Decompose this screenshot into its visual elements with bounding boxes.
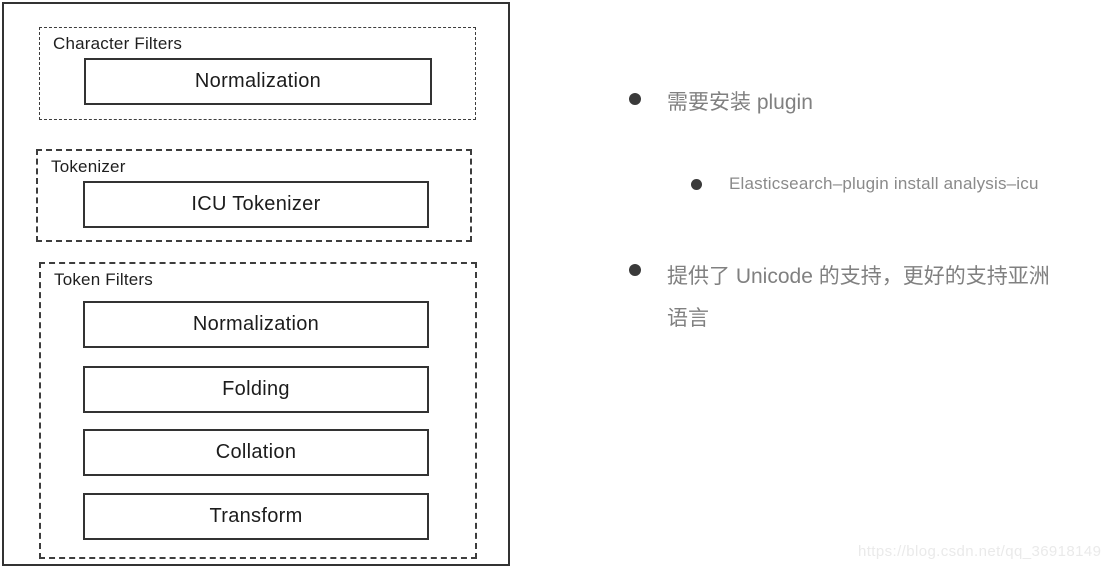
tokenizer-group: Tokenizer ICU Tokenizer xyxy=(36,149,472,242)
bullet-icon xyxy=(691,179,702,190)
token-filters-item-folding: Folding xyxy=(83,366,429,413)
character-filters-group: Character Filters Normalization xyxy=(39,27,476,120)
token-filters-group: Token Filters Normalization Folding Coll… xyxy=(39,262,477,559)
bullet-icon xyxy=(629,264,641,276)
token-filters-item-transform: Transform xyxy=(83,493,429,540)
token-filters-item-normalization: Normalization xyxy=(83,301,429,348)
item-label: Transform xyxy=(209,505,303,527)
analyzer-diagram-outer-box: Character Filters Normalization Tokenize… xyxy=(2,2,510,566)
note-unicode-support: 提供了 Unicode 的支持，更好的支持亚洲 语言 xyxy=(667,265,1050,330)
token-filters-label: Token Filters xyxy=(54,270,153,289)
item-label: Normalization xyxy=(194,70,322,92)
note-install-plugin: 需要安装 plugin xyxy=(667,91,813,114)
item-label: Normalization xyxy=(192,313,320,335)
tokenizer-label: Tokenizer xyxy=(51,157,126,176)
note-plugin-install-command: Elasticsearch–plugin install analysis–ic… xyxy=(729,174,1039,193)
watermark-url: https://blog.csdn.net/qq_36918149 xyxy=(858,543,1102,560)
character-filters-label: Character Filters xyxy=(53,34,183,53)
tokenizer-item-icu-tokenizer: ICU Tokenizer xyxy=(83,181,429,228)
item-label: ICU Tokenizer xyxy=(191,193,321,215)
bullet-icon xyxy=(629,93,641,105)
item-label: Collation xyxy=(215,441,297,463)
token-filters-item-collation: Collation xyxy=(83,429,429,476)
character-filters-item-normalization: Normalization xyxy=(84,58,432,105)
item-label: Folding xyxy=(222,378,290,400)
